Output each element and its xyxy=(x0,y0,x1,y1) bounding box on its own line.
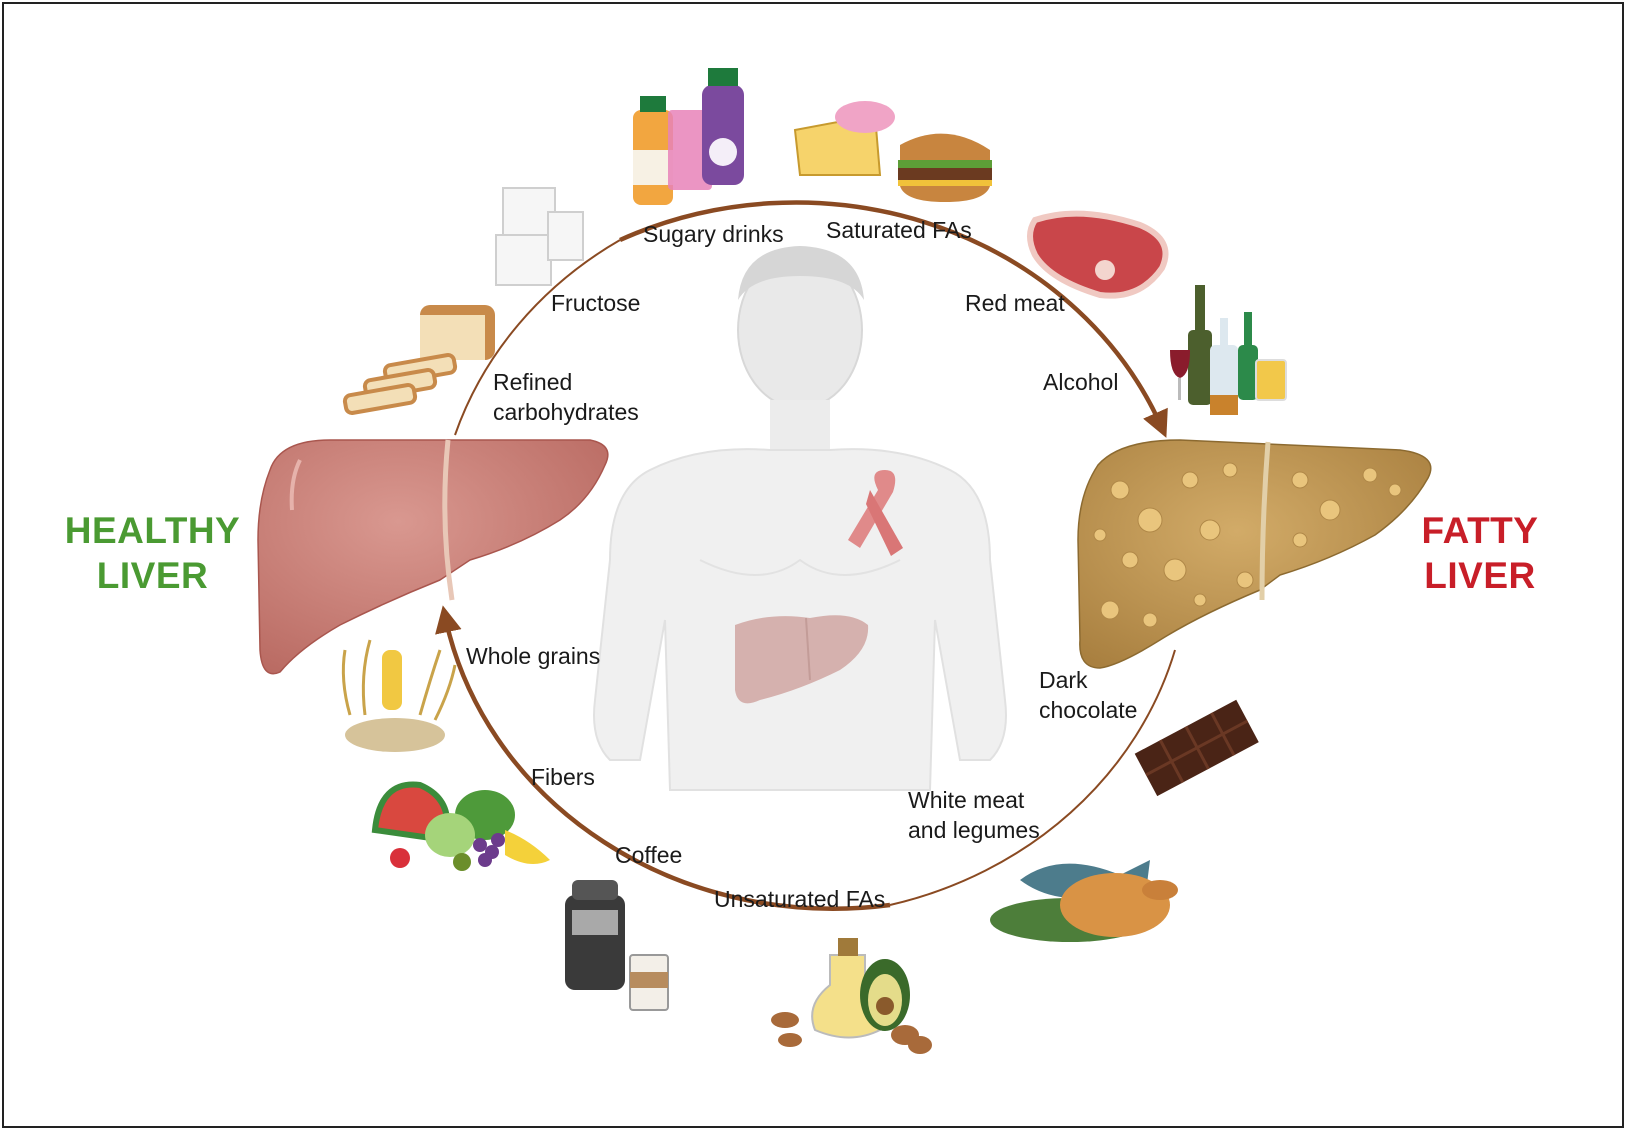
healthy-liver-icon xyxy=(258,440,608,674)
alcohol-bottles-icon xyxy=(1170,285,1286,415)
olive-oil-avocado-icon xyxy=(771,938,932,1054)
human-silhouette xyxy=(594,246,1006,790)
label-whitemeat-line2: and legumes xyxy=(908,815,1040,845)
label-dark-chocolate: Dark chocolate xyxy=(1039,665,1137,725)
grains-icon xyxy=(343,640,455,752)
chicken-fish-icon xyxy=(990,860,1178,942)
label-whole-grains: Whole grains xyxy=(466,641,600,671)
label-darkchoc-line1: Dark xyxy=(1039,665,1137,695)
healthy-label-line2: LIVER xyxy=(40,553,265,598)
label-darkchoc-line2: chocolate xyxy=(1039,695,1137,725)
label-sugary-drinks: Sugary drinks xyxy=(643,219,784,249)
bread-icon xyxy=(344,305,495,414)
healthy-label-line1: HEALTHY xyxy=(40,508,265,553)
healthy-liver-label: HEALTHY LIVER xyxy=(40,508,265,598)
fatty-liver-icon xyxy=(1078,440,1431,668)
fatty-label-line1: FATTY xyxy=(1400,508,1560,553)
sugar-cubes-icon xyxy=(496,188,583,285)
fruits-vegetables-icon xyxy=(375,785,550,871)
coffee-grinder-icon xyxy=(565,880,668,1010)
label-saturated-fas: Saturated FAs xyxy=(826,215,972,245)
label-unsaturated-fas: Unsaturated FAs xyxy=(714,884,885,914)
fast-food-icon xyxy=(795,101,992,202)
label-fibers: Fibers xyxy=(531,762,595,792)
label-fructose: Fructose xyxy=(551,288,640,318)
label-white-meat-legumes: White meat and legumes xyxy=(908,785,1040,845)
label-refined-line1: Refined xyxy=(493,367,639,397)
chocolate-bar-icon xyxy=(1135,700,1259,796)
label-coffee: Coffee xyxy=(615,840,682,870)
label-alcohol: Alcohol xyxy=(1043,367,1118,397)
juice-bottles-icon xyxy=(633,68,744,205)
label-refined-line2: carbohydrates xyxy=(493,397,639,427)
steak-icon xyxy=(1030,214,1166,296)
fatty-liver-label: FATTY LIVER xyxy=(1400,508,1560,598)
label-refined-carbohydrates: Refined carbohydrates xyxy=(493,367,639,427)
fatty-label-line2: LIVER xyxy=(1400,553,1560,598)
label-whitemeat-line1: White meat xyxy=(908,785,1040,815)
label-red-meat: Red meat xyxy=(965,288,1065,318)
